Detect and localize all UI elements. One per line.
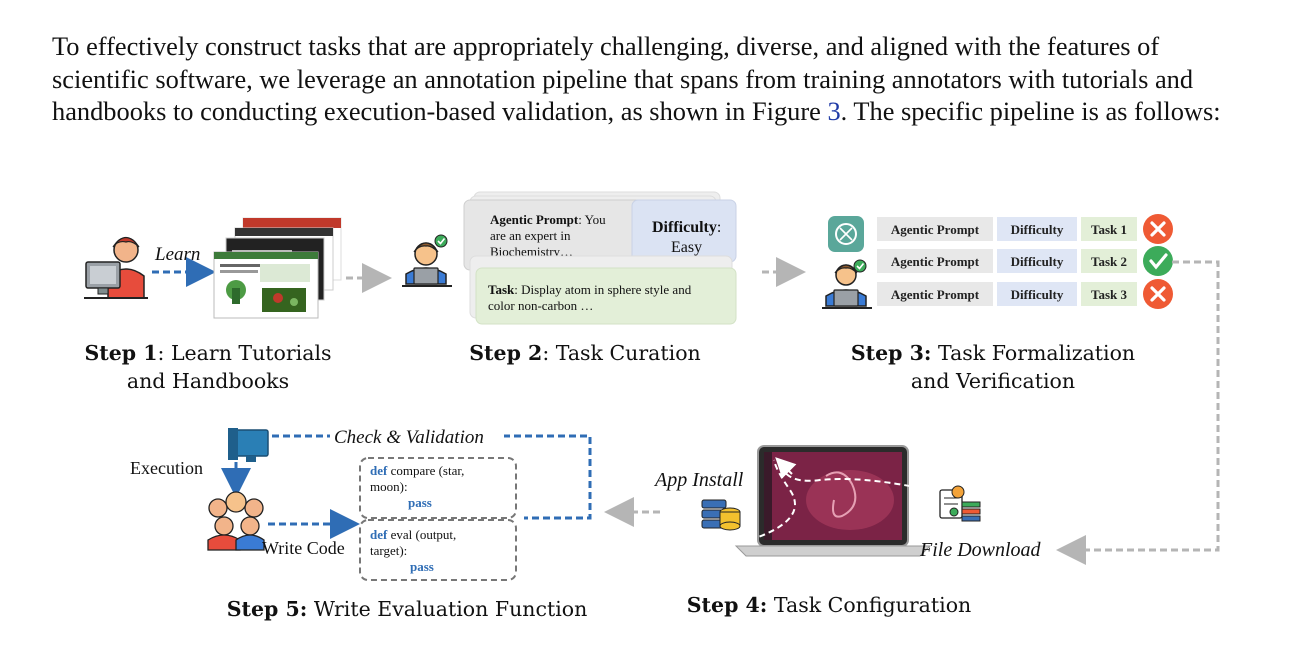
compare-function-code: def compare (star, moon): pass bbox=[370, 463, 468, 510]
step1-label-bold: Step 1 bbox=[84, 341, 157, 365]
check-icon bbox=[1143, 246, 1173, 276]
figure-ref-link[interactable]: 3 bbox=[827, 96, 841, 126]
cross-icon bbox=[1143, 279, 1173, 309]
database-server-icon bbox=[701, 499, 741, 531]
prompt-card-stack bbox=[463, 191, 737, 271]
step2-annotator-icon bbox=[402, 234, 452, 287]
verification-row: Agentic Prompt Difficulty Task 2 bbox=[877, 246, 1173, 276]
install-path bbox=[749, 459, 796, 541]
task-cell bbox=[1081, 249, 1137, 273]
body-paragraph: To effectively construct tasks that are … bbox=[52, 30, 1247, 128]
file-settings-icon bbox=[939, 485, 981, 522]
laptop-icon bbox=[734, 445, 932, 557]
step1-label: Step 1: Learn Tutorials and Handbooks bbox=[84, 341, 331, 393]
prompt-cell-label: Agentic Prompt bbox=[891, 287, 980, 302]
compare-function-box bbox=[359, 457, 517, 519]
step5-label: Step 5: Write Evaluation Function bbox=[227, 597, 588, 621]
check-validation-label-bg bbox=[330, 424, 504, 450]
prompt-cell bbox=[877, 217, 993, 241]
execution-label: Execution bbox=[130, 458, 203, 478]
step1-annotator-icon bbox=[84, 236, 148, 299]
chatgpt-logo-icon bbox=[828, 216, 864, 252]
prompt-cell-label: Agentic Prompt bbox=[891, 254, 980, 269]
agentic-prompt-text: Agentic Prompt: You are an expert in Bio… bbox=[490, 212, 609, 259]
task-cell-label: Task 2 bbox=[1091, 254, 1127, 269]
difficulty-cell-label: Difficulty bbox=[1011, 222, 1064, 237]
install-arrow bbox=[775, 457, 797, 479]
verification-row: Agentic Prompt Difficulty Task 3 bbox=[877, 279, 1173, 309]
step4-label: Step 4: Task Configuration bbox=[687, 593, 972, 617]
download-path bbox=[781, 467, 921, 489]
prompt-cell-label: Agentic Prompt bbox=[891, 222, 980, 237]
cross-icon bbox=[1143, 214, 1173, 244]
eval-function-box bbox=[359, 519, 517, 581]
difficulty-cell bbox=[997, 282, 1077, 306]
task-cell-label: Task 3 bbox=[1091, 287, 1128, 302]
step3-to-step4-arrow bbox=[1056, 260, 1220, 565]
task-cell-label: Task 1 bbox=[1091, 222, 1127, 237]
computer-icon bbox=[228, 428, 269, 462]
difficulty-text: Difficulty: Easy bbox=[652, 219, 725, 256]
prompt-cell bbox=[877, 249, 993, 273]
task-cell bbox=[1081, 217, 1137, 241]
paragraph-text: To effectively construct tasks that are … bbox=[52, 31, 1194, 126]
difficulty-cell bbox=[997, 217, 1077, 241]
difficulty-cell-label: Difficulty bbox=[1011, 254, 1064, 269]
step1-label-line2: and Handbooks bbox=[127, 369, 289, 393]
task-card-stack bbox=[469, 255, 737, 325]
check-validation-label: Check & Validation bbox=[334, 427, 484, 448]
difficulty-cell-label: Difficulty bbox=[1011, 287, 1064, 302]
learn-label: Learn bbox=[154, 244, 200, 265]
tutorial-pages-stack bbox=[213, 217, 342, 319]
task-text: Task: Display atom in sphere style and c… bbox=[488, 282, 694, 313]
step1-label-rest: : Learn Tutorials bbox=[158, 341, 332, 365]
task-cell bbox=[1081, 282, 1137, 306]
write-code-label: Write Code bbox=[262, 538, 345, 558]
paragraph-text-end: . The specific pipeline is as follows: bbox=[840, 96, 1221, 126]
prompt-cell bbox=[877, 282, 993, 306]
difficulty-cell bbox=[997, 249, 1077, 273]
team-people-icon bbox=[207, 491, 265, 551]
app-install-label: App Install bbox=[653, 469, 744, 491]
file-download-label: File Download bbox=[919, 539, 1042, 561]
eval-function-code: def eval (output, target): pass bbox=[370, 527, 460, 574]
step2-label: Step 2: Task Curation bbox=[469, 341, 701, 365]
step3-annotator-icon bbox=[822, 259, 872, 309]
verification-row: Agentic Prompt Difficulty Task 1 bbox=[877, 214, 1173, 244]
